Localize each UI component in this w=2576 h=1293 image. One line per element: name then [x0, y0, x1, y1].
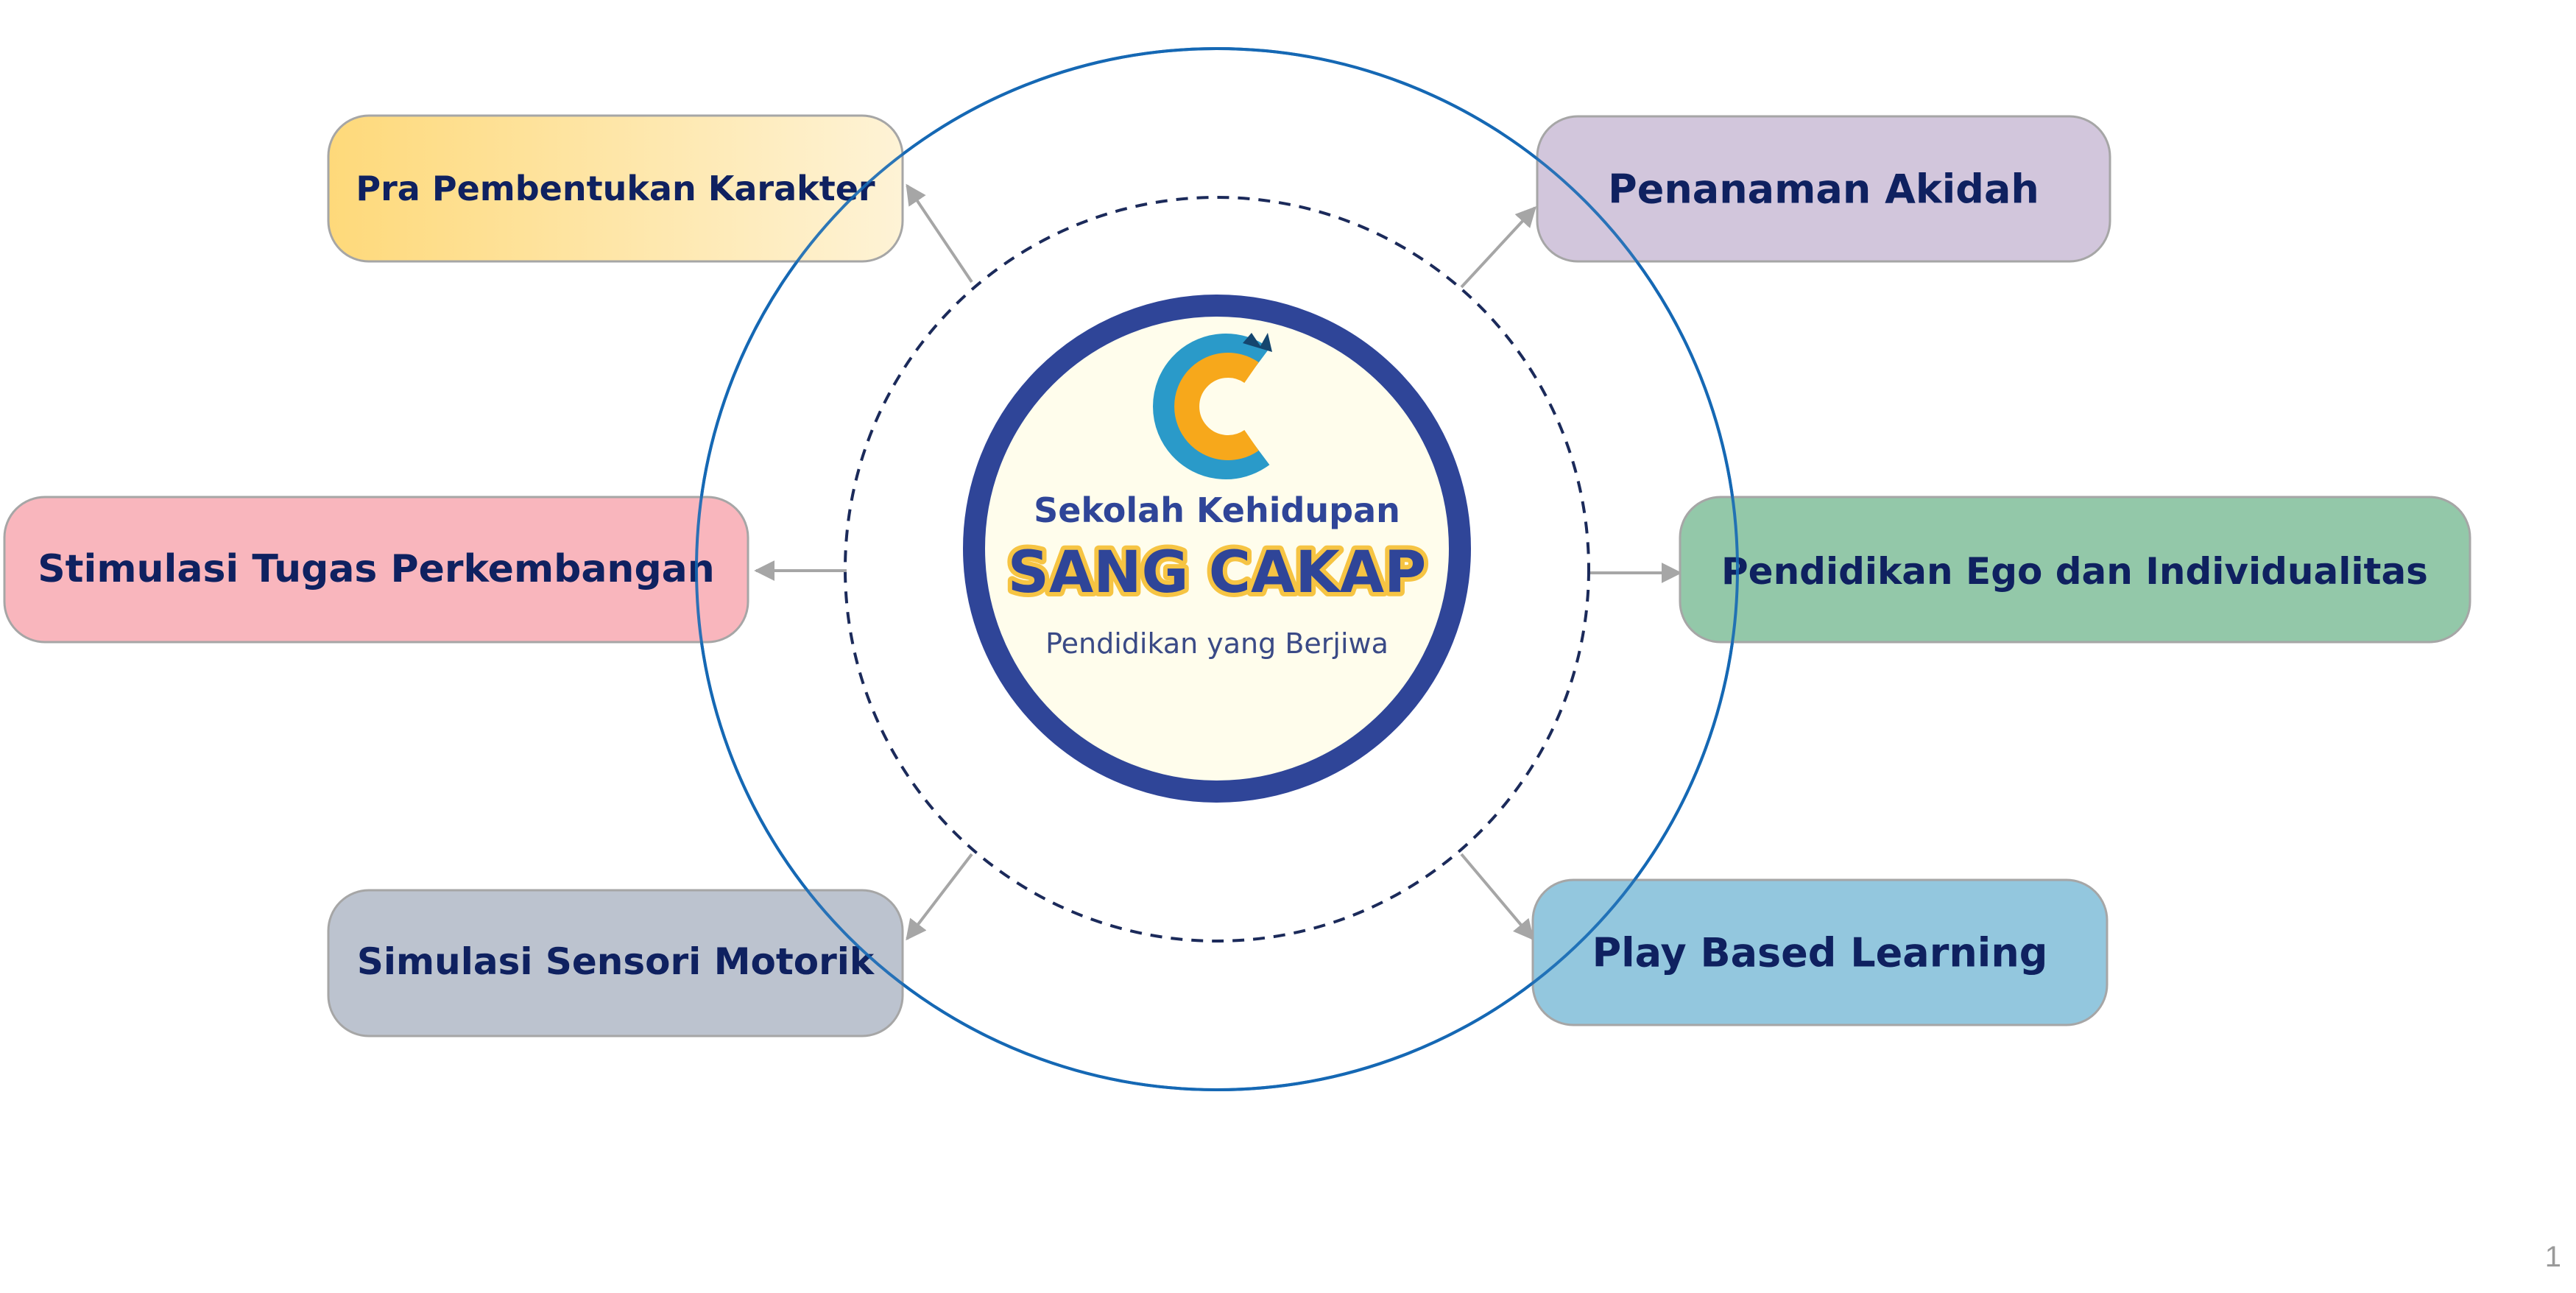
connector-simulasi-sensori [906, 853, 973, 941]
node-label: Penanaman Akidah [1608, 166, 2039, 213]
node-box [327, 114, 904, 263]
badge-circle [963, 295, 1471, 803]
node-label: Play Based Learning [1592, 930, 2048, 976]
node-box [327, 889, 904, 1037]
node-box [3, 496, 749, 644]
badge-title: Sekolah Kehidupan [1034, 490, 1400, 530]
center-badge: Sekolah Kehidupan SANG CAKAP Pendidikan … [963, 295, 1471, 803]
node-box [1679, 496, 2471, 644]
badge-tagline: Pendidikan yang Berjiwa [1045, 627, 1388, 660]
badge-name: SANG CAKAP [1008, 540, 1427, 606]
connector-pra-pembentukan [906, 183, 973, 283]
node-stimulasi-tugas-perkembangan: Stimulasi Tugas Perkembangan [3, 496, 749, 644]
node-box [1531, 878, 2109, 1026]
node-label: Simulasi Sensori Motorik [357, 940, 875, 983]
node-pendidikan-ego: Pendidikan Ego dan Individualitas [1679, 496, 2471, 644]
node-label: Pendidikan Ego dan Individualitas [1721, 550, 2428, 593]
connector-penanaman-akidah [1460, 205, 1536, 289]
node-label: Stimulasi Tugas Perkembangan [38, 547, 715, 591]
outer-ring-overlay [695, 47, 1739, 1091]
node-penanaman-akidah: Penanaman Akidah [1536, 115, 2111, 263]
connector-play-based [1460, 853, 1534, 941]
node-label: Pra Pembentukan Karakter [356, 169, 875, 208]
node-box [1536, 115, 2111, 263]
node-pra-pembentukan-karakter: Pra Pembentukan Karakter [327, 114, 904, 263]
node-simulasi-sensori-motorik: Simulasi Sensori Motorik [327, 889, 904, 1037]
sang-cakap-logo-icon [1153, 333, 1272, 479]
dashed-ring [844, 196, 1590, 943]
node-play-based-learning: Play Based Learning [1531, 878, 2109, 1026]
page-number: 1 [2544, 1241, 2561, 1273]
